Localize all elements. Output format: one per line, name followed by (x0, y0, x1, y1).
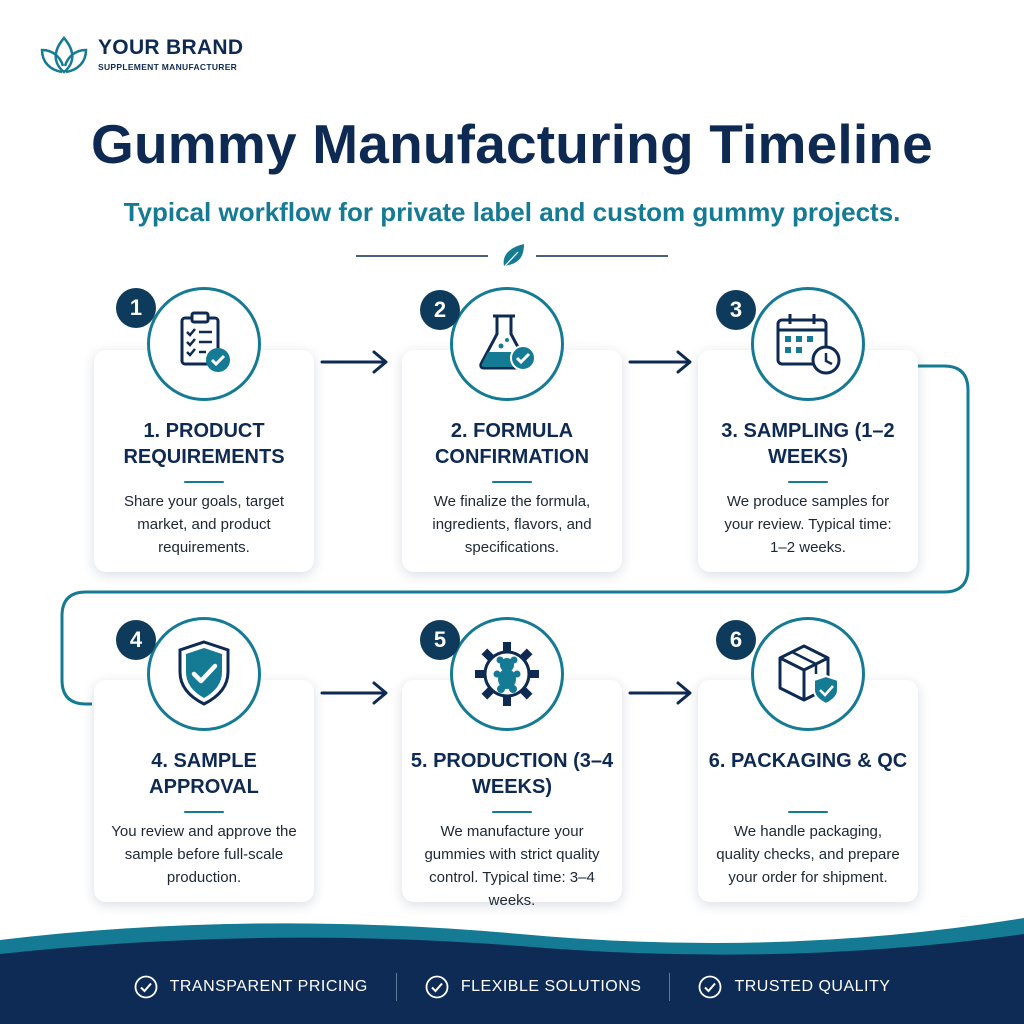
shield-check-icon (178, 640, 230, 706)
step-title-2: 2. FORMULA CONFIRMATION (434, 420, 590, 468)
step-icon-ring-6 (751, 617, 865, 731)
step-title-3: 3. SAMPLING (1–2 WEEKS) (721, 420, 895, 468)
footer-separator (395, 973, 397, 1001)
footer-wave (0, 918, 1024, 1024)
title-underline (184, 481, 224, 483)
step-title-5: 5. PRODUCTION (3–4 WEEKS) (410, 750, 614, 798)
step-description-1: Share your goals, target market, and pro… (123, 493, 285, 556)
leaf-logo-icon (40, 36, 88, 74)
leaf-divider (356, 244, 668, 269)
check-circle-icon (134, 975, 157, 999)
box-shield-icon (778, 644, 839, 706)
step-description-3: We produce samples for your review. Typi… (724, 493, 892, 556)
step-number-badge-4: 4 (116, 620, 156, 660)
step-icon-ring-4 (147, 617, 261, 731)
step-number-badge-1: 1 (116, 288, 156, 328)
brand-tagline: SUPPLEMENT MANUFACTURER (98, 61, 238, 72)
step-description-2: We finalize the formula, ingredients, fl… (432, 493, 592, 556)
title-underline (184, 811, 224, 813)
badge-label: TRANSPARENT PRICING (169, 978, 368, 995)
step-number-badge-6: 6 (716, 620, 756, 660)
clipboard-check-icon (180, 311, 230, 372)
step-description-6: We handle packaging, quality checks, and… (716, 823, 900, 886)
brand-header: YOUR BRAND SUPPLEMENT MANUFACTURER (36, 26, 243, 82)
step-number-badge-5: 5 (420, 620, 460, 660)
step-description-4: You review and approve the sample before… (111, 823, 297, 886)
page-title: Gummy Manufacturing Timeline (91, 113, 933, 175)
badge-transparent-pricing: TRANSPARENT PRICING (134, 975, 368, 999)
step-description-5: We manufacture your gummies with strict … (424, 823, 600, 909)
badge-label: TRUSTED QUALITY (734, 978, 891, 995)
step-title-6: 6. PACKAGING & QC (708, 750, 908, 772)
step-number-badge-2: 2 (420, 290, 460, 330)
step-title-4: 4. SAMPLE APPROVAL (149, 750, 259, 798)
badge-trusted-quality: TRUSTED QUALITY (698, 975, 890, 999)
title-underline (492, 481, 532, 483)
badge-label: FLEXIBLE SOLUTIONS (460, 978, 642, 995)
step-icon-ring-2 (450, 287, 564, 401)
step-icon-ring-5 (450, 617, 564, 731)
title-underline (788, 811, 828, 813)
step-number-badge-3: 3 (716, 290, 756, 330)
title-underline (492, 811, 532, 813)
step-title-1: 1. PRODUCT REQUIREMENTS (123, 420, 285, 468)
brand-name: YOUR BRAND (98, 35, 244, 59)
calendar-clock-icon (776, 314, 841, 375)
step-icon-ring-3 (751, 287, 865, 401)
check-circle-icon (425, 975, 449, 999)
footer-badges: TRANSPARENT PRICING FLEXIBLE SOLUTIONS T… (0, 950, 1024, 1024)
flask-check-icon (479, 314, 536, 371)
badge-flexible-solutions: FLEXIBLE SOLUTIONS (425, 975, 642, 999)
gear-gummy-bear-icon (475, 642, 539, 706)
step-icon-ring-1 (147, 287, 261, 401)
title-underline (788, 481, 828, 483)
check-circle-icon (699, 975, 722, 999)
page-subtitle: Typical workflow for private label and c… (123, 197, 901, 227)
footer-separator (669, 973, 671, 1001)
